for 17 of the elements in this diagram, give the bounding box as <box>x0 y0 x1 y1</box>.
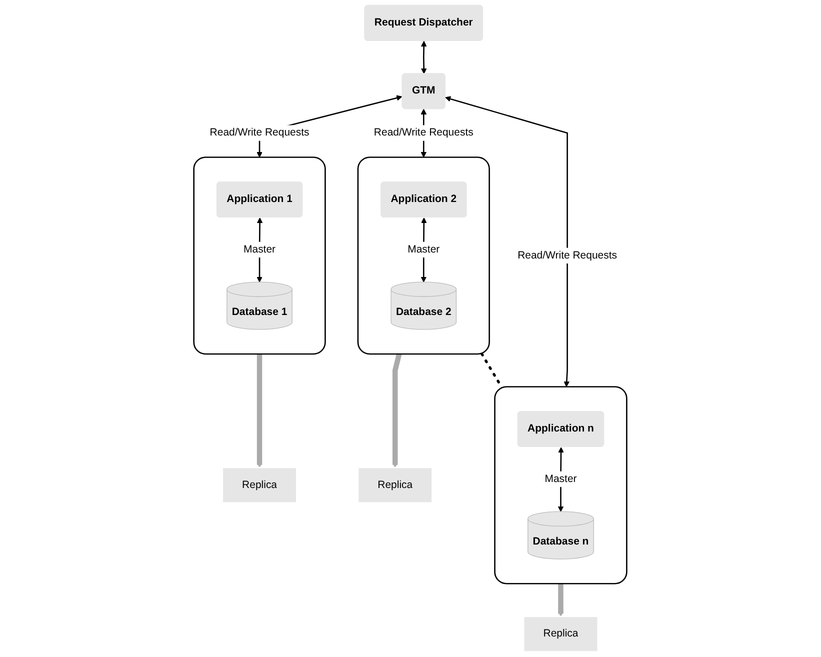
edge-label: Read/Write Requests <box>374 127 474 138</box>
arrow <box>421 40 427 74</box>
arrow <box>392 353 402 468</box>
edge-label: Read/Write Requests <box>518 250 618 261</box>
arrow <box>558 584 564 617</box>
node-box: Replica <box>523 616 599 652</box>
node-box: Replica <box>222 466 298 504</box>
arrow <box>445 96 570 388</box>
cluster <box>358 156 490 355</box>
edge-label: Master <box>544 473 577 484</box>
edge-label: Read/Write Requests <box>210 127 310 138</box>
cluster <box>193 156 326 355</box>
edge-label: Master <box>408 244 440 255</box>
edge-label: Master <box>244 244 276 255</box>
node-box: Replica <box>358 466 434 504</box>
arrow <box>256 354 263 468</box>
cluster <box>494 386 628 584</box>
